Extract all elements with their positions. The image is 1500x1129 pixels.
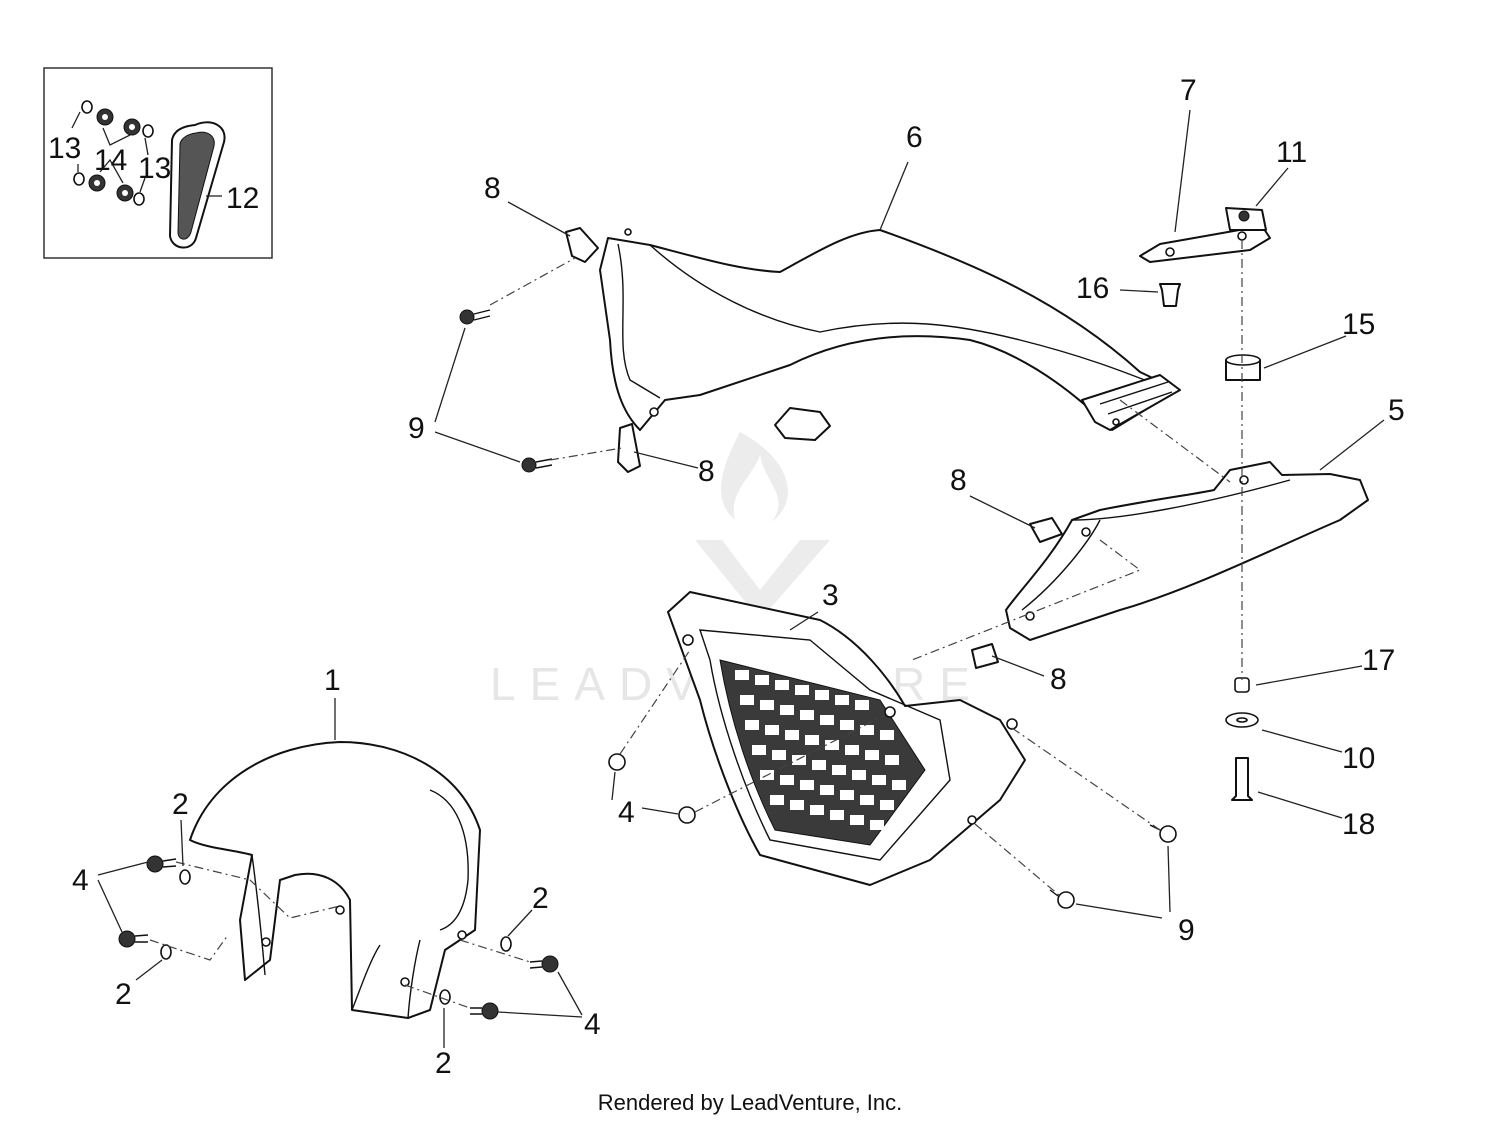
callout-8: 8 — [698, 455, 715, 488]
callout-2: 2 — [532, 882, 549, 915]
callout-16: 16 — [1076, 272, 1109, 305]
callout-4: 4 — [72, 864, 89, 897]
part-14-nuts — [88, 108, 141, 202]
part-12-reflector — [169, 121, 226, 249]
callout-8: 8 — [1050, 663, 1067, 696]
render-credit: Rendered by LeadVenture, Inc. — [597, 1090, 903, 1115]
callout-2: 2 — [172, 788, 189, 821]
callout-13: 13 — [138, 152, 171, 185]
callout-8: 8 — [950, 464, 967, 497]
part-9-screws — [459, 309, 1177, 909]
callout-12: 12 — [226, 182, 259, 215]
leader-lines — [97, 109, 1385, 1048]
callout-17: 17 — [1362, 644, 1395, 677]
callout-9: 9 — [408, 412, 425, 445]
part-7-bracket — [1139, 225, 1271, 263]
callout-9: 9 — [1178, 914, 1195, 947]
callout-8: 8 — [484, 172, 501, 205]
callout-4: 4 — [618, 796, 635, 829]
part-15-spacer — [1225, 354, 1261, 381]
inset-box — [43, 67, 273, 259]
part-1-front-fender — [189, 741, 481, 1019]
part-8-clips — [565, 227, 1063, 669]
callout-10: 10 — [1342, 742, 1375, 775]
part-6-side-panel — [599, 228, 1181, 441]
part-11-nut — [1225, 207, 1267, 231]
callout-7: 7 — [1180, 74, 1197, 107]
callout-1: 1 — [324, 664, 341, 697]
callout-14: 14 — [94, 144, 127, 177]
part-3-grille — [667, 591, 1026, 886]
part-16-bolt — [1159, 283, 1181, 307]
callout-2: 2 — [115, 978, 132, 1011]
part-4-screws — [118, 753, 696, 1020]
part-13-washers — [73, 100, 154, 206]
part-18-pin — [1231, 757, 1253, 801]
callout-3: 3 — [822, 579, 839, 612]
callout-5: 5 — [1388, 394, 1405, 427]
assembly-lines — [149, 240, 1243, 1009]
callout-6: 6 — [906, 121, 923, 154]
callout-11: 11 — [1276, 136, 1307, 169]
part-10-washer — [1225, 712, 1259, 728]
callout-2: 2 — [435, 1047, 452, 1080]
callout-4: 4 — [584, 1008, 601, 1041]
callout-numbers: 1 2 2 2 2 3 4 4 4 5 6 7 8 8 8 8 9 9 10 1… — [48, 74, 1405, 1080]
part-17-bushing — [1234, 677, 1250, 693]
part-5-bracket — [1005, 461, 1369, 641]
callout-18: 18 — [1342, 808, 1375, 841]
callout-13: 13 — [48, 132, 81, 165]
callout-15: 15 — [1342, 308, 1375, 341]
